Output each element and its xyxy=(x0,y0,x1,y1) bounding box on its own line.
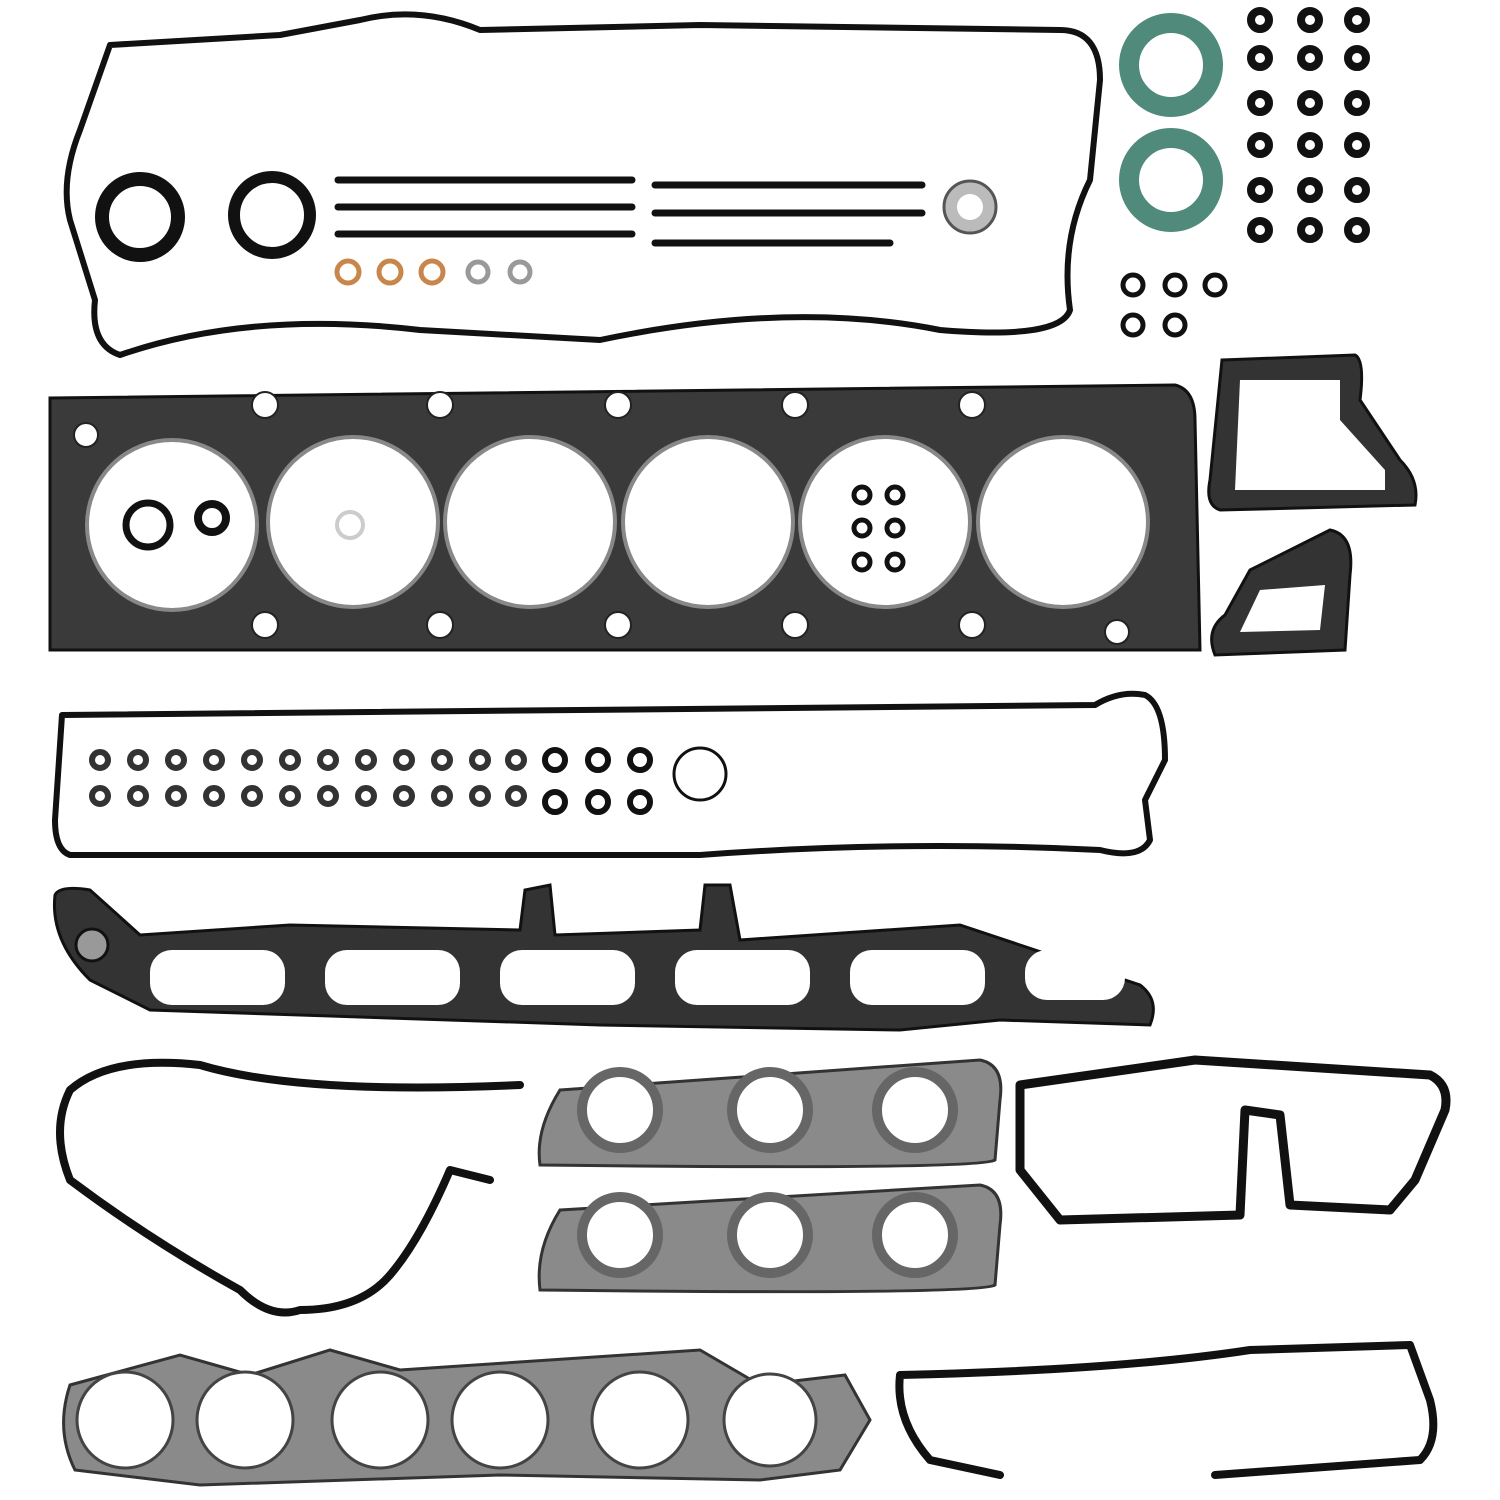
plenum-ports xyxy=(75,1370,818,1470)
copper-washers xyxy=(334,258,533,286)
oil-pan-seal xyxy=(895,1341,1438,1479)
cylinder-bores xyxy=(85,435,1150,612)
valve-cover-gasket xyxy=(63,11,1103,358)
valve-stem-seals-top xyxy=(1247,7,1370,243)
parts-on-head-gasket xyxy=(122,484,906,573)
o-rings xyxy=(542,746,728,815)
rubber-strips xyxy=(334,176,926,247)
plenum-gasket xyxy=(1015,1055,1451,1225)
bolt-holes xyxy=(73,391,1130,645)
intake-ports xyxy=(150,950,1125,1005)
exhaust-manifold-gaskets xyxy=(537,1058,1003,1294)
valve-stem-seals xyxy=(89,749,527,807)
green-seals xyxy=(1119,13,1223,232)
o-rings-small xyxy=(1120,272,1228,338)
valve-cover-gasket-2 xyxy=(52,690,1168,858)
timing-cover-seal xyxy=(56,1058,524,1317)
crank-seals xyxy=(95,171,316,262)
